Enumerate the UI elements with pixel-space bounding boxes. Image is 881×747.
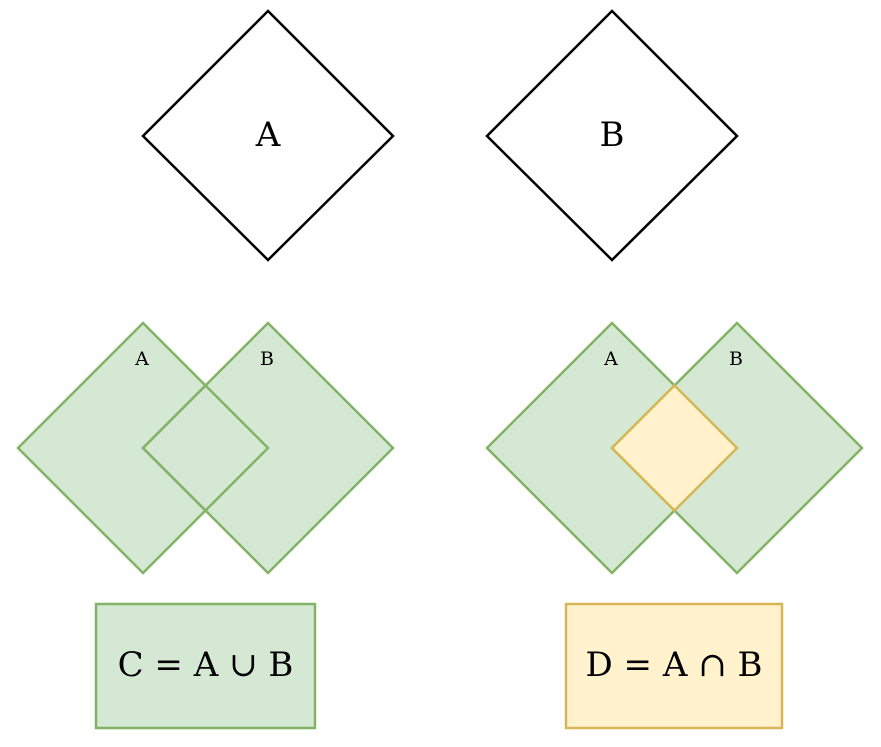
set-b-diamond [485,9,739,262]
union-formula: C = A ∪ B [118,645,294,685]
union-diagram: A B [16,321,395,575]
intersection-label-b: B [729,348,743,370]
intersection-formula-rect [564,602,784,730]
union-label-a: A [134,348,149,370]
union-formula-rect [94,602,317,730]
union-overlap-outline [141,383,270,513]
intersection-formula-box: D = A ∩ B [564,602,784,730]
intersection-diagram: A B [485,321,864,575]
set-a-label: A [255,115,281,155]
union-formula-box: C = A ∪ B [94,602,317,730]
set-a-diamond-group: A [141,9,395,262]
set-b-diamond-group: B [485,9,739,262]
intersection-label-a: A [603,348,618,370]
intersection-overlap-region [610,383,739,513]
union-label-b: B [260,348,274,370]
intersection-formula: D = A ∩ B [585,645,762,685]
set-a-diamond [141,9,395,262]
set-b-label: B [600,115,625,155]
